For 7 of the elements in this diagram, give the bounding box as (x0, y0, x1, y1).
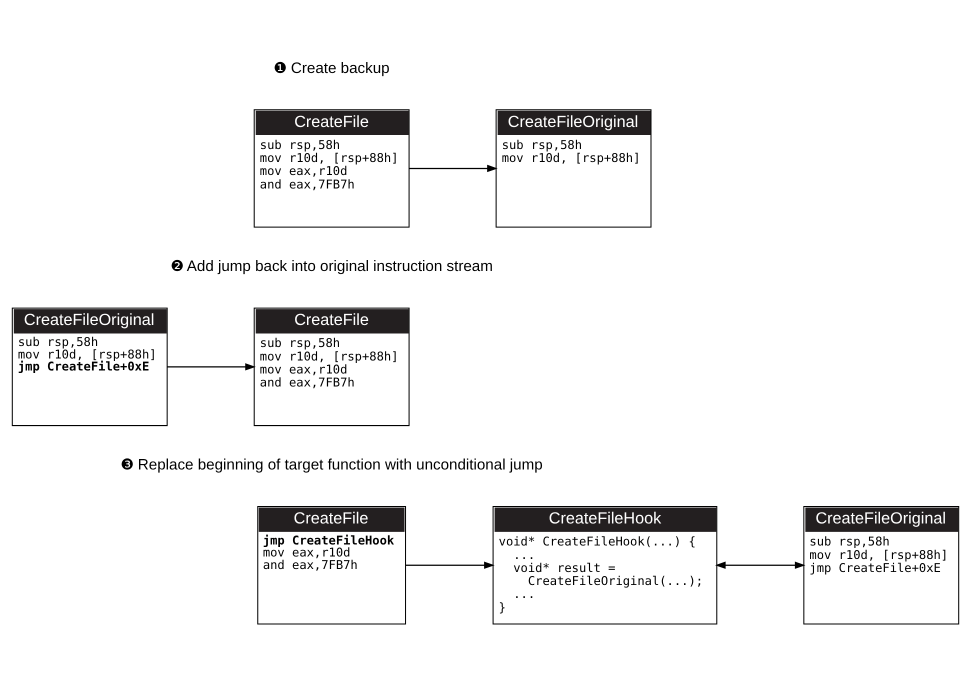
label: ❶ Create backup (274, 60, 390, 77)
arrow (167, 363, 256, 371)
label: ❷ Add jump back into original instruction stream (170, 258, 493, 276)
arrow (409, 164, 498, 172)
label: ❸ Replace beginning of target function with unconditional jump (120, 456, 543, 474)
arrow (406, 562, 495, 569)
arrow (715, 562, 806, 569)
